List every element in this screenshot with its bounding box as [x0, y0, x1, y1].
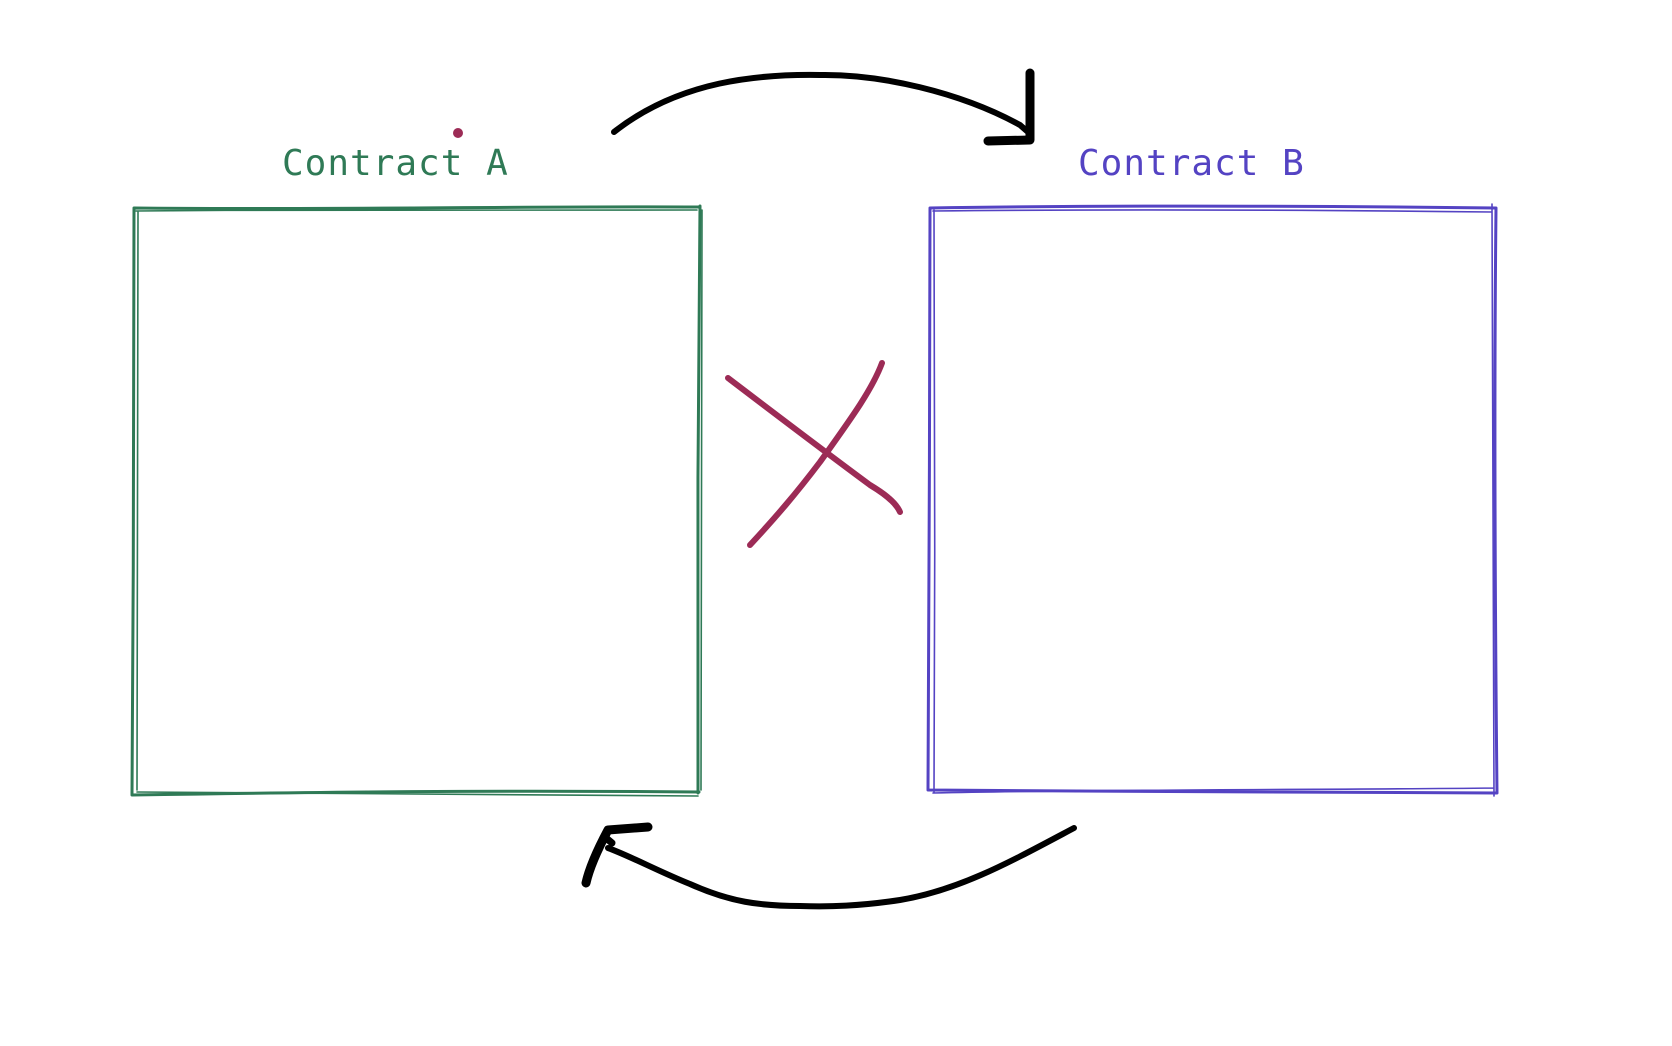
contract-a-label: Contract A — [282, 143, 509, 184]
cross-stroke-1 — [725, 375, 903, 515]
cross-stroke-2 — [747, 360, 885, 548]
contract-a-node[interactable]: Contract A — [130, 128, 703, 797]
arrow-a-to-b-curve — [611, 71, 1031, 135]
contract-b-node[interactable]: Contract B — [926, 143, 1499, 797]
contract-b-label: Contract B — [1078, 143, 1305, 184]
arrow-a-to-b-head — [983, 68, 1035, 146]
contract-a-box — [130, 204, 702, 797]
arrow-b-to-a-head — [581, 822, 653, 888]
red-dot — [453, 128, 463, 138]
arrow-b-to-a — [581, 822, 1077, 910]
arrow-a-to-b — [611, 68, 1035, 146]
contract-a-box-sketch — [135, 209, 703, 797]
contract-b-box-sketch — [932, 203, 1495, 797]
arrow-b-to-a-head-tail — [602, 834, 616, 847]
contract-b-box — [926, 204, 1499, 795]
arrow-b-to-a-curve — [605, 825, 1077, 910]
cross-icon — [725, 360, 903, 548]
